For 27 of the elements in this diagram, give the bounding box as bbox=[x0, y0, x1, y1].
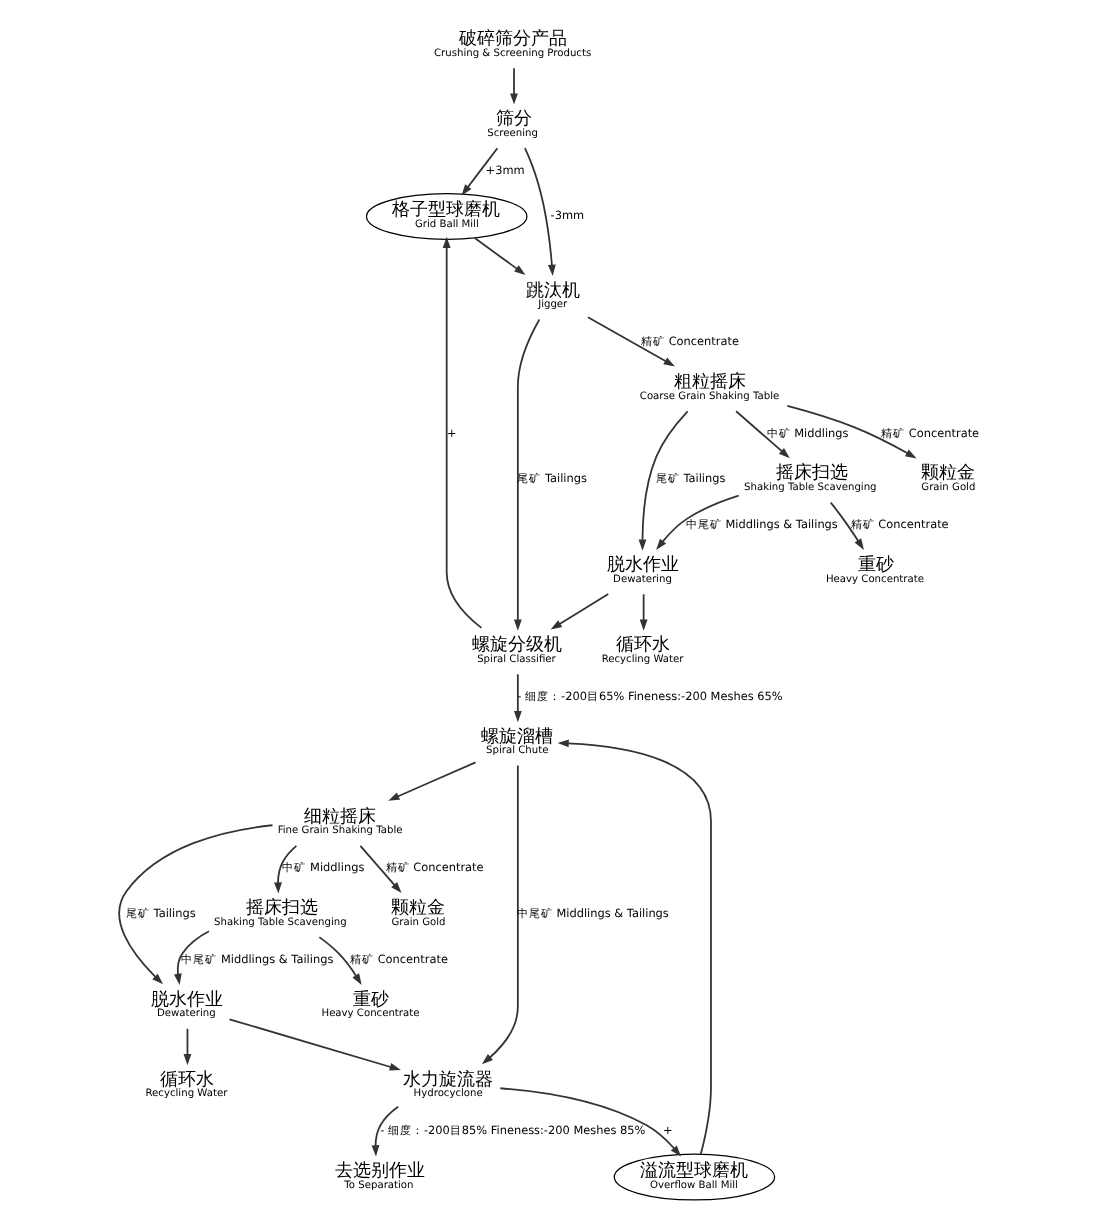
arrow bbox=[358, 844, 401, 894]
arrow bbox=[460, 147, 498, 196]
arrow bbox=[472, 237, 525, 275]
arrow bbox=[498, 1087, 681, 1157]
arrow bbox=[638, 593, 647, 631]
arrow bbox=[523, 147, 555, 276]
arrow bbox=[182, 1027, 191, 1066]
arrow bbox=[480, 764, 518, 1065]
arrow bbox=[512, 318, 540, 631]
arrow bbox=[785, 405, 916, 459]
arrow bbox=[387, 761, 476, 801]
arrow bbox=[370, 1105, 398, 1157]
arrow bbox=[509, 67, 517, 105]
arrow bbox=[637, 410, 688, 551]
arrow bbox=[556, 739, 711, 1155]
arrow bbox=[117, 824, 273, 985]
arrow bbox=[549, 593, 609, 630]
arrow bbox=[655, 494, 739, 550]
arrow bbox=[734, 410, 789, 459]
arrow bbox=[317, 936, 361, 985]
arrow bbox=[441, 236, 482, 629]
arrow bbox=[512, 673, 521, 723]
arrow bbox=[172, 930, 209, 986]
arrow bbox=[828, 501, 863, 550]
arrow bbox=[586, 316, 674, 367]
arrow bbox=[273, 845, 297, 894]
arrow bbox=[227, 1018, 400, 1071]
